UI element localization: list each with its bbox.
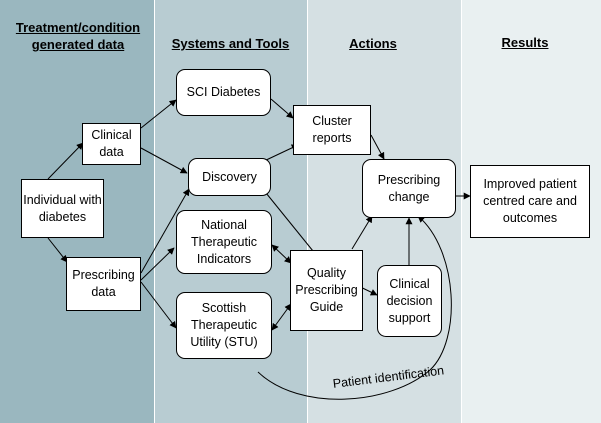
box-discovery: Discovery <box>188 158 271 196</box>
box-sci-diabetes: SCI Diabetes <box>176 69 271 116</box>
box-clinical-decision-support: Clinical decision support <box>377 265 442 337</box>
box-national-therapeutic-indicators: National Therapeutic Indicators <box>176 210 272 274</box>
box-clinical-data: Clinical data <box>82 123 141 165</box>
box-cluster-reports: Cluster reports <box>293 105 371 155</box>
box-prescribing-change: Prescribing change <box>362 159 456 218</box>
box-improved-care-outcomes: Improved patient centred care and outcom… <box>470 165 590 238</box>
heading-actions: Actions <box>349 36 397 51</box>
heading-systems-tools: Systems and Tools <box>171 36 290 51</box>
box-quality-prescribing-guide: Quality Prescribing Guide <box>290 250 363 331</box>
box-prescribing-data: Prescribing data <box>66 257 141 311</box>
heading-results: Results <box>501 35 549 50</box>
heading-treatment-data: Treatment/condition generated data <box>15 20 141 52</box>
box-individual-with-diabetes: Individual with diabetes <box>21 179 104 238</box>
box-scottish-therapeutic-utility: Scottish Therapeutic Utility (STU) <box>176 292 272 359</box>
